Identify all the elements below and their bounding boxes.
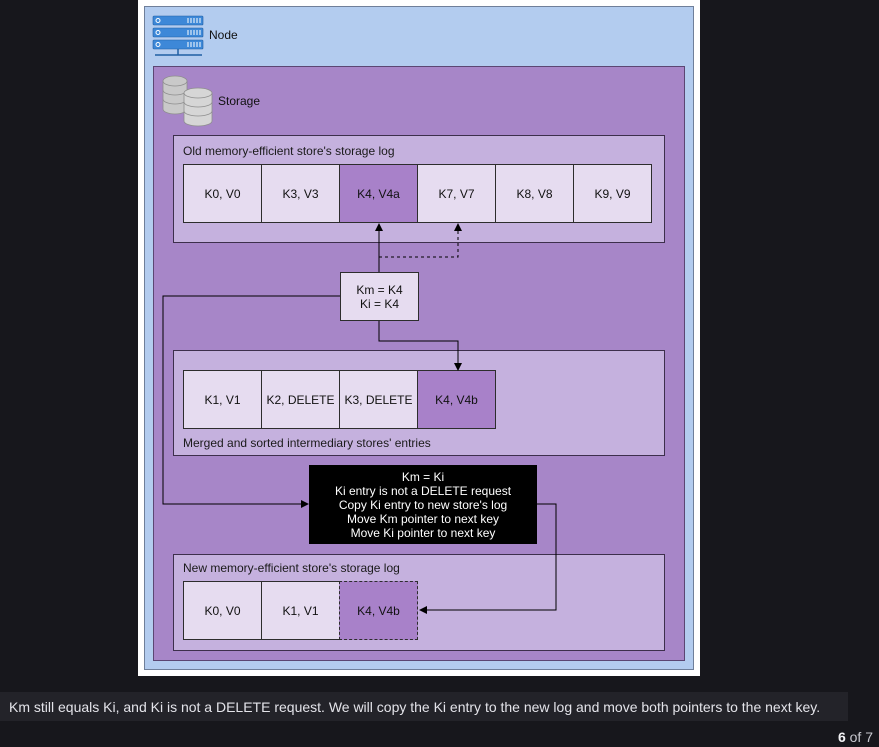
slide-caption: Km still equals Ki, and Ki is not a DELE… bbox=[0, 692, 848, 721]
node-label: Node bbox=[209, 28, 238, 42]
pointer-km: Km = K4 bbox=[356, 282, 403, 297]
merged-cell: K3, DELETE bbox=[339, 370, 418, 429]
old-log-cell: K0, V0 bbox=[183, 164, 262, 223]
merged-cell: K1, V1 bbox=[183, 370, 262, 429]
new-log-title: New memory-efficient store's storage log bbox=[183, 561, 400, 575]
old-log-cell: K9, V9 bbox=[573, 164, 652, 223]
old-log-cell: K3, V3 bbox=[261, 164, 340, 223]
server-icon bbox=[152, 15, 204, 56]
pointer-box: Km = K4 Ki = K4 bbox=[340, 272, 419, 321]
new-log-cell: K0, V0 bbox=[183, 581, 262, 640]
info-box: Km = Ki Ki entry is not a DELETE request… bbox=[309, 465, 537, 544]
diagram-canvas: Node Storage Old memory-efficient store'… bbox=[138, 0, 700, 676]
old-log-cell: K4, V4a bbox=[339, 164, 418, 223]
info-line: Move Km pointer to next key bbox=[346, 511, 500, 526]
pointer-ki: Ki = K4 bbox=[359, 296, 400, 311]
slide-pager: 6 of 7 bbox=[838, 729, 873, 745]
info-line: Ki entry is not a DELETE request bbox=[334, 483, 512, 498]
database-icon bbox=[162, 75, 213, 127]
info-line: Move Ki pointer to next key bbox=[350, 525, 496, 540]
info-line: Km = Ki bbox=[401, 469, 445, 484]
old-log-title: Old memory-efficient store's storage log bbox=[183, 144, 395, 158]
merged-title: Merged and sorted intermediary stores' e… bbox=[183, 436, 431, 450]
pager-total: of 7 bbox=[845, 729, 873, 745]
new-log-cell: K4, V4b bbox=[339, 581, 418, 640]
merged-cell: K4, V4b bbox=[417, 370, 496, 429]
pager-current: 6 bbox=[837, 729, 846, 745]
info-line: Copy Ki entry to new store's log bbox=[338, 497, 508, 512]
old-log-cell: K8, V8 bbox=[495, 164, 574, 223]
new-log-cell: K1, V1 bbox=[261, 581, 340, 640]
old-log-cell: K7, V7 bbox=[417, 164, 496, 223]
storage-label: Storage bbox=[218, 94, 261, 108]
merged-cell: K2, DELETE bbox=[261, 370, 340, 429]
